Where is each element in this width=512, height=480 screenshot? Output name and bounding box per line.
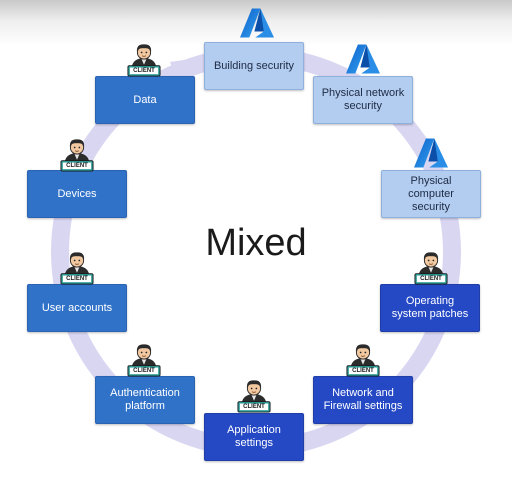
client-icon: CLIENT <box>127 42 161 78</box>
node-physical-computer-security: Physical computer security <box>381 170 481 218</box>
client-badge-label: CLIENT <box>66 163 88 169</box>
node-devices: Devices <box>27 170 127 218</box>
client-badge-label: CLIENT <box>420 276 442 282</box>
azure-icon <box>346 44 380 74</box>
azure-icon <box>240 8 274 38</box>
top-shadow-band <box>0 0 512 46</box>
node-authentication-platform: Authentication platform <box>95 376 195 424</box>
diagram-title: Mixed <box>205 222 307 264</box>
azure-icon <box>414 138 448 168</box>
client-icon: CLIENT <box>237 378 271 414</box>
cycle-arrow-head <box>170 58 197 80</box>
client-icon: CLIENT <box>60 137 94 173</box>
node-application-settings: Application settings <box>204 413 304 461</box>
node-building-security: Building security <box>204 42 304 90</box>
node-operating-system-patches: Operating system patches <box>380 284 480 332</box>
client-icon: CLIENT <box>127 342 161 378</box>
client-badge-label: CLIENT <box>66 276 88 282</box>
client-icon: CLIENT <box>414 250 448 286</box>
client-badge-label: CLIENT <box>133 368 155 374</box>
client-badge-label: CLIENT <box>243 404 265 410</box>
client-icon: CLIENT <box>60 250 94 286</box>
client-badge-label: CLIENT <box>352 368 374 374</box>
client-badge-label: CLIENT <box>133 68 155 74</box>
node-network-firewall-settings: Network and Firewall settings <box>313 376 413 424</box>
node-user-accounts: User accounts <box>27 284 127 332</box>
node-physical-network-security: Physical network security <box>313 76 413 124</box>
node-data: Data <box>95 76 195 124</box>
client-icon: CLIENT <box>346 342 380 378</box>
